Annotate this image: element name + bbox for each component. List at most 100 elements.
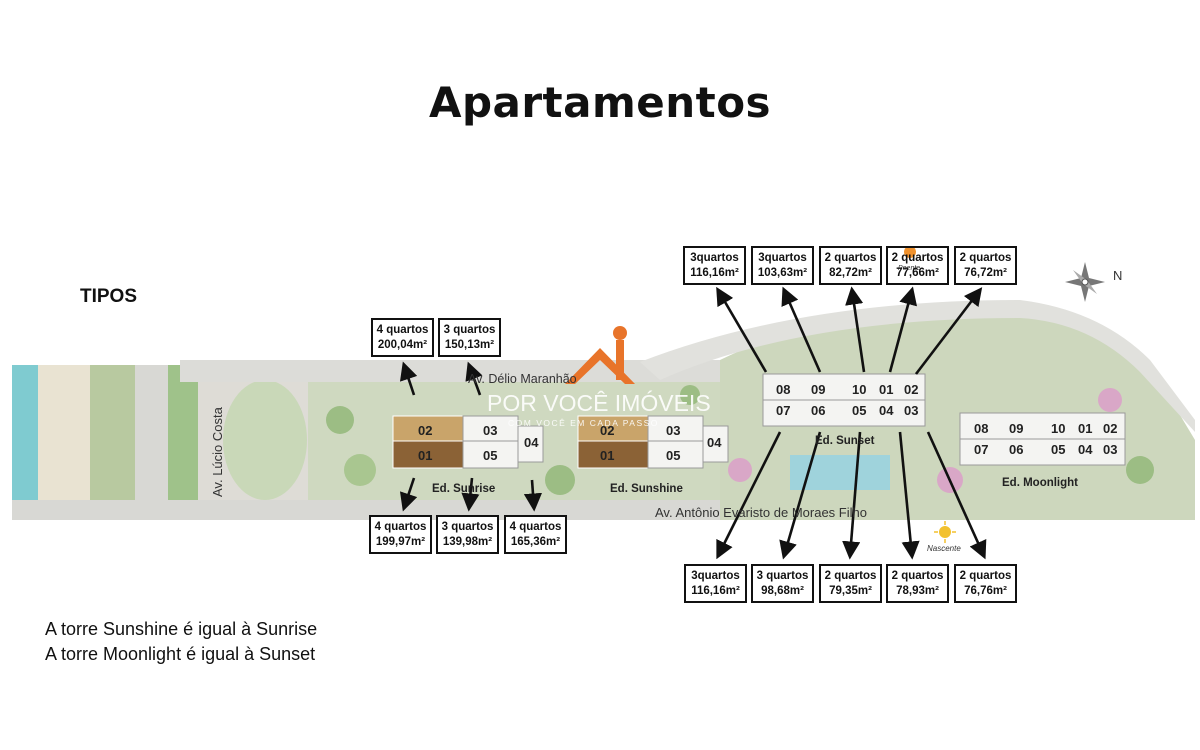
unit-number: 02	[904, 382, 918, 397]
section-label: TIPOS	[80, 286, 138, 307]
unit-number: 09	[1009, 421, 1023, 436]
compass-rose-icon	[1065, 262, 1105, 302]
unit-number: 10	[1051, 421, 1065, 436]
roundabout	[223, 380, 307, 500]
beach	[38, 365, 90, 520]
unit-area: 199,97m²	[375, 536, 426, 548]
curved-avenue	[640, 300, 1195, 432]
unit-number: 03	[904, 403, 918, 418]
moonlight-name: Ed. Moonlight	[1002, 477, 1078, 489]
unit-area: 116,16m²	[690, 267, 739, 279]
street-top-label: Av. Délio Maranhão	[468, 372, 577, 386]
unit-number: 01	[1078, 421, 1092, 436]
unit-type-label: 3quartos 116,16m²	[683, 246, 746, 285]
unit-area: 150,13m²	[444, 339, 495, 351]
moonlight-units: 08 09 10 01 02 07 06 05 04 03	[974, 421, 1117, 457]
unit-number: 01	[879, 382, 893, 397]
unit-area: 78,93m²	[896, 585, 939, 597]
unit-number: 09	[811, 382, 825, 397]
unit-rooms: 2 quartos	[959, 252, 1012, 264]
unit-number: 01	[600, 448, 614, 463]
map-base	[12, 300, 1195, 520]
watermark-brand: POR VOCÊ IMÓVEIS	[487, 390, 711, 416]
unit-area: 103,63m²	[757, 267, 808, 279]
unit-rooms: 3quartos	[690, 252, 739, 264]
sunrise-label: Nascente	[927, 544, 961, 553]
unit-rooms: 3quartos	[758, 252, 807, 264]
sunset-units: 08 09 10 01 02 07 06 05 04 03	[776, 382, 918, 418]
unit-type-label: 3 quartos 139,98m²	[436, 515, 499, 554]
building-sunshine	[577, 415, 729, 469]
unit-type-label: 2 quartos 76,72m²	[954, 246, 1017, 285]
unit-number: 08	[974, 421, 988, 436]
unit-number: 05	[483, 448, 497, 463]
compass-north-label: N	[1113, 268, 1122, 283]
unit-number: 07	[974, 442, 988, 457]
building-sunset	[762, 373, 926, 427]
unit-area: 76,72m²	[964, 267, 1007, 279]
sunrise-arrows	[399, 361, 543, 512]
unit-type-label: 2 quartos 77,66m²	[886, 246, 949, 285]
unit-rooms: 4 quartos	[374, 521, 427, 533]
unit-rooms: 3 quartos	[443, 324, 496, 336]
building-sunrise	[392, 415, 544, 469]
beach-vegetation	[90, 365, 135, 520]
unit-area: 76,76m²	[964, 585, 1007, 597]
unit-number: 07	[776, 403, 790, 418]
unit-number: 10	[852, 382, 866, 397]
note-line: A torre Sunshine é igual à Sunrise	[45, 619, 318, 639]
unit-type-label: 3 quartos 150,13m²	[438, 318, 501, 357]
unit-number: 04	[707, 435, 722, 450]
unit-rooms: 2 quartos	[891, 570, 944, 582]
unit-rooms: 2 quartos	[959, 570, 1012, 582]
unit-number: 01	[418, 448, 432, 463]
unit-area: 82,72m²	[829, 267, 872, 279]
unit-number: 02	[600, 423, 614, 438]
unit-rooms: 3quartos	[691, 570, 740, 582]
unit-type-label: 3quartos 116,16m²	[684, 564, 747, 603]
sunshine-name: Ed. Sunshine	[610, 483, 683, 495]
unit-rooms: 3 quartos	[756, 570, 809, 582]
unit-number: 06	[811, 403, 825, 418]
unit-type-label: 3 quartos 98,68m²	[751, 564, 814, 603]
note-line: A torre Moonlight é igual à Sunset	[45, 644, 316, 664]
unit-area: 139,98m²	[442, 536, 493, 548]
sunset-name: Ed. Sunset	[815, 435, 875, 447]
unit-rooms: 4 quartos	[376, 324, 429, 336]
unit-type-label: 2 quartos 79,35m²	[819, 564, 882, 603]
unit-rooms: 2 quartos	[891, 252, 944, 264]
street-left-label: Av. Lúcio Costa	[210, 406, 225, 497]
sunrise-units: 02 03 04 01 05	[418, 423, 539, 463]
unit-rooms: 3 quartos	[441, 521, 494, 533]
unit-number: 04	[1078, 442, 1093, 457]
unit-number: 02	[418, 423, 432, 438]
unit-area: 116,16m²	[691, 585, 740, 597]
unit-type-label: 2 quartos 78,93m²	[886, 564, 949, 603]
page-title: Apartamentos	[428, 78, 772, 127]
unit-type-label: 2 quartos 76,76m²	[954, 564, 1017, 603]
pool	[790, 455, 890, 490]
building-moonlight	[959, 412, 1126, 466]
sunset-sun-icon	[904, 246, 916, 258]
watermark-tagline: COM VOCÊ EM CADA PASSO	[508, 418, 659, 428]
road-median	[168, 365, 198, 520]
unit-number: 05	[1051, 442, 1065, 457]
sunshine-units: 02 03 04 01 05	[600, 423, 722, 463]
unit-type-label: 3quartos 103,63m²	[751, 246, 814, 285]
unit-type-label: 4 quartos 200,04m²	[371, 318, 434, 357]
unit-number: 05	[666, 448, 680, 463]
sunrise-name: Ed. Sunrise	[432, 483, 495, 495]
sunset-arrows	[716, 286, 987, 560]
unit-number: 04	[524, 435, 539, 450]
unit-area: 98,68m²	[761, 585, 804, 597]
sunrise-sun-icon	[934, 521, 956, 543]
unit-number: 03	[1103, 442, 1117, 457]
sea	[12, 365, 38, 520]
unit-rooms: 4 quartos	[509, 521, 562, 533]
unit-type-label: 2 quartos 82,72m²	[819, 246, 882, 285]
unit-area: 79,35m²	[829, 585, 872, 597]
unit-area: 200,04m²	[377, 339, 428, 351]
street-bottom-label: Av. Antônio Evaristo de Moraes Filho	[655, 505, 867, 520]
notes: A torre Sunshine é igual à Sunrise A tor…	[45, 617, 317, 667]
